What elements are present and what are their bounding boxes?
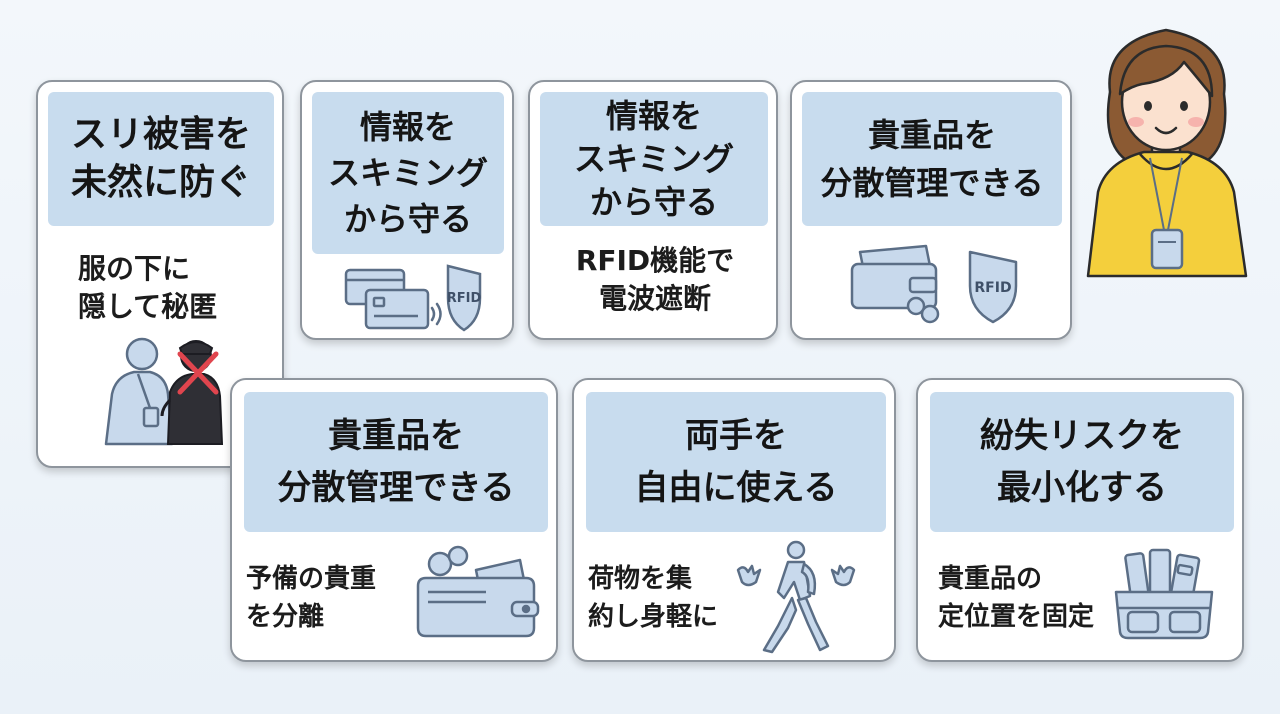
card-title: 貴重品を 分散管理できる: [244, 392, 548, 532]
card-text: RFID機能で 電波遮断: [575, 244, 735, 315]
card-text: 荷物を集 約し身軽に: [588, 564, 719, 632]
card-theft-prevention: スリ被害を 未然に防ぐ 服の下に 隠して秘匿: [36, 80, 284, 468]
rfid-cards-icon: RFID: [344, 264, 482, 332]
card-text: 貴重品の 定位置を固定: [938, 564, 1095, 632]
card-text: 服の下に 隠して秘匿: [78, 252, 218, 323]
card-skimming-protect: 情報を スキミング から守る RFID: [300, 80, 514, 340]
card-title: 両手を 自由に使える: [586, 392, 886, 532]
card-rfid-block: 情報を スキミング から守る RFID機能で 電波遮断: [528, 80, 778, 340]
card-loss-risk: 紛失リスクを 最小化する 貴重品の 定位置を固定: [916, 378, 1244, 662]
rfid-badge-label: RFID: [974, 280, 1011, 296]
card-text: 予備の貴重 を分離: [246, 564, 377, 632]
card-distributed-storage: 貴重品を 分散管理できる RFID: [790, 80, 1072, 340]
open-wallet-icon: [416, 545, 540, 638]
card-title: 情報を スキミング から守る: [312, 92, 504, 254]
woman-illustration: [1086, 28, 1248, 278]
pickpocket-icon: [104, 337, 224, 446]
organizer-pouch-icon: [1114, 548, 1214, 640]
card-title: 情報を スキミング から守る: [540, 92, 768, 226]
card-title: 紛失リスクを 最小化する: [930, 392, 1234, 532]
card-title: スリ被害を 未然に防ぐ: [48, 92, 274, 226]
card-backup-valuables: 貴重品を 分散管理できる 予備の貴重 を分離: [230, 378, 558, 662]
walking-person-icon: [736, 540, 856, 654]
card-title: 貴重品を 分散管理できる: [802, 92, 1062, 226]
rfid-badge-label: RFID: [447, 291, 482, 306]
wallet-rfid-icon: RFID: [850, 244, 1018, 324]
card-hands-free: 両手を 自由に使える 荷物を集 約し身軽に: [572, 378, 896, 662]
